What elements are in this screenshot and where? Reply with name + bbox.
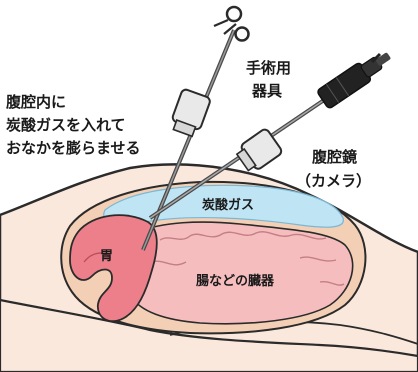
instrument-handle-ring-lower (236, 28, 249, 41)
instrument-port (169, 88, 212, 138)
co2-gas-label: 炭酸ガス (202, 197, 254, 213)
intestines (124, 222, 353, 324)
inflate-label-line3: おなかを膨らませる (6, 139, 141, 157)
laparoscope-label-line1: 腹腔鏡 (312, 148, 357, 166)
inflate-label-line1: 腹腔内に (6, 93, 66, 111)
instrument-label-line2: 器具 (251, 82, 282, 100)
camera-head (316, 46, 395, 109)
inflate-label-line2: 炭酸ガスを入れて (6, 116, 126, 134)
stomach-label: 胃 (100, 249, 113, 264)
laparoscope-label-line2: （カメラ） (296, 172, 371, 190)
instrument-label-line1: 手術用 (246, 59, 291, 77)
instrument-handle-ring-upper (227, 7, 241, 21)
organs-label: 腸などの臓器 (196, 273, 275, 289)
